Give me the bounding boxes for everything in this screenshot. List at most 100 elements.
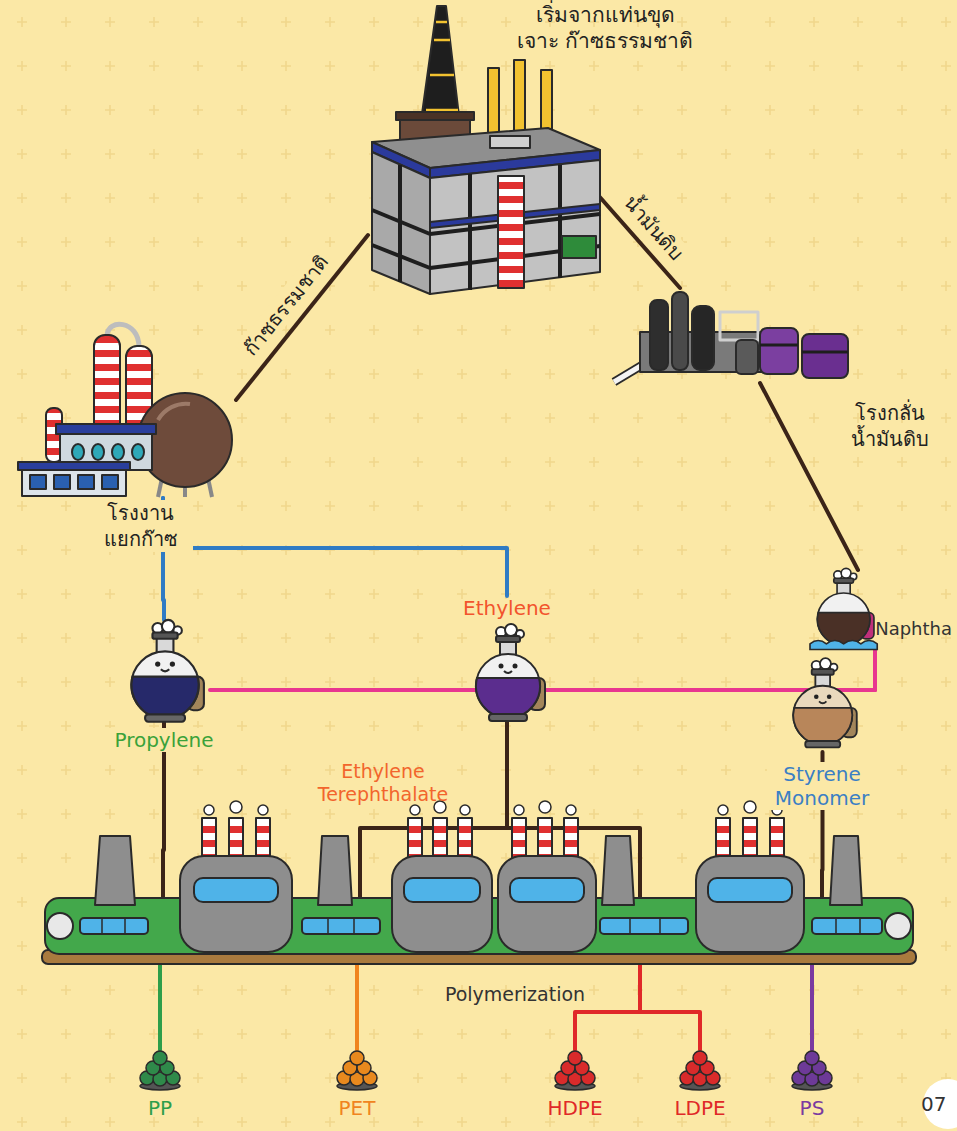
connector-line [575, 965, 640, 1050]
styrene-flask-art [793, 708, 852, 745]
factory-line-art [770, 818, 784, 860]
node-label: โรงกลั่น น้ำมันดิบ [830, 400, 950, 452]
gas-plant-art [18, 324, 232, 497]
factory-line-art [696, 856, 804, 952]
naphtha-flask: Naphtha [805, 570, 890, 648]
node-label: เริ่มจากแท่นขุดเจาะ ก๊าซธรรมชาติ [516, 2, 694, 54]
drilling-platform-art [372, 152, 430, 294]
ldpe-pellets: LDPE [660, 1050, 740, 1128]
factory-line-art [80, 918, 148, 934]
factory-line-art [512, 818, 526, 860]
gas-plant-art [56, 424, 156, 434]
chain-label: Ethylene Terephthalate [308, 760, 458, 806]
ethylene-flask-art [489, 714, 527, 721]
factory-line-art [229, 818, 243, 860]
refinery-art [760, 345, 848, 352]
ethylene-flask: Ethylene [450, 596, 564, 720]
gas-plant-art [112, 444, 124, 460]
styrene-flask-art [793, 658, 856, 747]
gas-plant-art [30, 475, 118, 489]
refinery-art [760, 344, 798, 347]
gas-plant-art [72, 444, 84, 460]
gas-plant-art [54, 475, 70, 489]
propylene-flask-art [131, 651, 198, 718]
refinery-art [692, 306, 714, 370]
factory-line-art [353, 918, 355, 934]
factory-line-art [95, 836, 135, 905]
pet-pellets: PET [317, 1050, 397, 1128]
factory-line-art [659, 918, 661, 934]
pellet-pile-hdpe [555, 1051, 595, 1090]
styrene-flask-art [793, 686, 852, 745]
node-label: PS [772, 1096, 852, 1120]
propylene-flask-art [152, 633, 177, 639]
refinery-art [614, 292, 848, 382]
connector-line [640, 965, 700, 1050]
styrene-flask-art [812, 669, 834, 675]
drilling-platform-art [468, 174, 472, 290]
factory-line-art [744, 801, 756, 813]
ethylene-flask-art [513, 664, 518, 669]
ethylene-flask-art [476, 654, 540, 718]
drilling-platform-art [436, 21, 447, 24]
propylene-flask-art [155, 661, 160, 666]
connector-line [760, 383, 858, 570]
gas-separation-plant: โรงงาน แยกก๊าซ [18, 328, 236, 498]
factory-line-art [458, 818, 472, 860]
connector-line [236, 235, 368, 400]
gas-plant-art [30, 475, 46, 489]
drilling-platform-art [562, 236, 596, 258]
propylene-flask: Propylene [118, 620, 210, 720]
pp-pellets: PP [120, 1050, 200, 1128]
factory-line-art [718, 805, 728, 815]
factory-line-art [600, 918, 688, 934]
drilling-platform-art [398, 165, 402, 282]
propylene-flask-art [170, 661, 175, 666]
drilling-platform-art [498, 176, 524, 288]
naphtha-flask-art [810, 568, 877, 649]
factory-line-art [498, 856, 596, 952]
naphtha-flask-art [817, 613, 869, 646]
propylene-flask-art [161, 669, 169, 671]
refinery-art [802, 351, 848, 354]
factory-line-art [510, 878, 584, 902]
drilling-platform-art [396, 112, 474, 120]
ethylene-flask-art [476, 678, 540, 718]
ethylene-flask-art [496, 636, 520, 642]
refinery-art [760, 328, 798, 374]
refinery-art [802, 334, 848, 378]
node-label: LDPE [660, 1096, 740, 1120]
styrene-flask-art [805, 741, 840, 747]
drilling-platform-art [490, 136, 530, 148]
node-label: Naphtha [875, 618, 952, 640]
factory-line-art [538, 818, 552, 860]
gas-plant-art [78, 475, 94, 489]
gas-plant-art [22, 468, 126, 496]
connector-line [158, 965, 162, 1050]
connector-line [810, 965, 814, 1050]
pellet-pile-pp [153, 1051, 167, 1065]
pellet-pile-pet [350, 1051, 364, 1065]
node-label: Propylene [109, 728, 219, 752]
factory-line-art [566, 805, 576, 815]
connector-line [860, 648, 875, 690]
propylene-flask-art [131, 620, 203, 722]
refinery-art [720, 312, 758, 340]
factory-line-art [47, 913, 73, 939]
drilling-platform-art [430, 160, 600, 294]
drilling-platform-art [488, 68, 499, 142]
polymerization-line: Polymerization [40, 898, 918, 965]
gas-plant-art [102, 475, 118, 489]
refinery-art [672, 292, 688, 370]
drilling-platform-art [430, 74, 454, 77]
factory-line-art [514, 805, 524, 815]
drilling-platform-art [426, 109, 458, 112]
factory-line-art [708, 878, 792, 902]
factory-line-art [564, 818, 578, 860]
ps-pellets: PS [772, 1050, 852, 1128]
factory-line-art [230, 801, 242, 813]
factory-line-art [408, 818, 422, 860]
